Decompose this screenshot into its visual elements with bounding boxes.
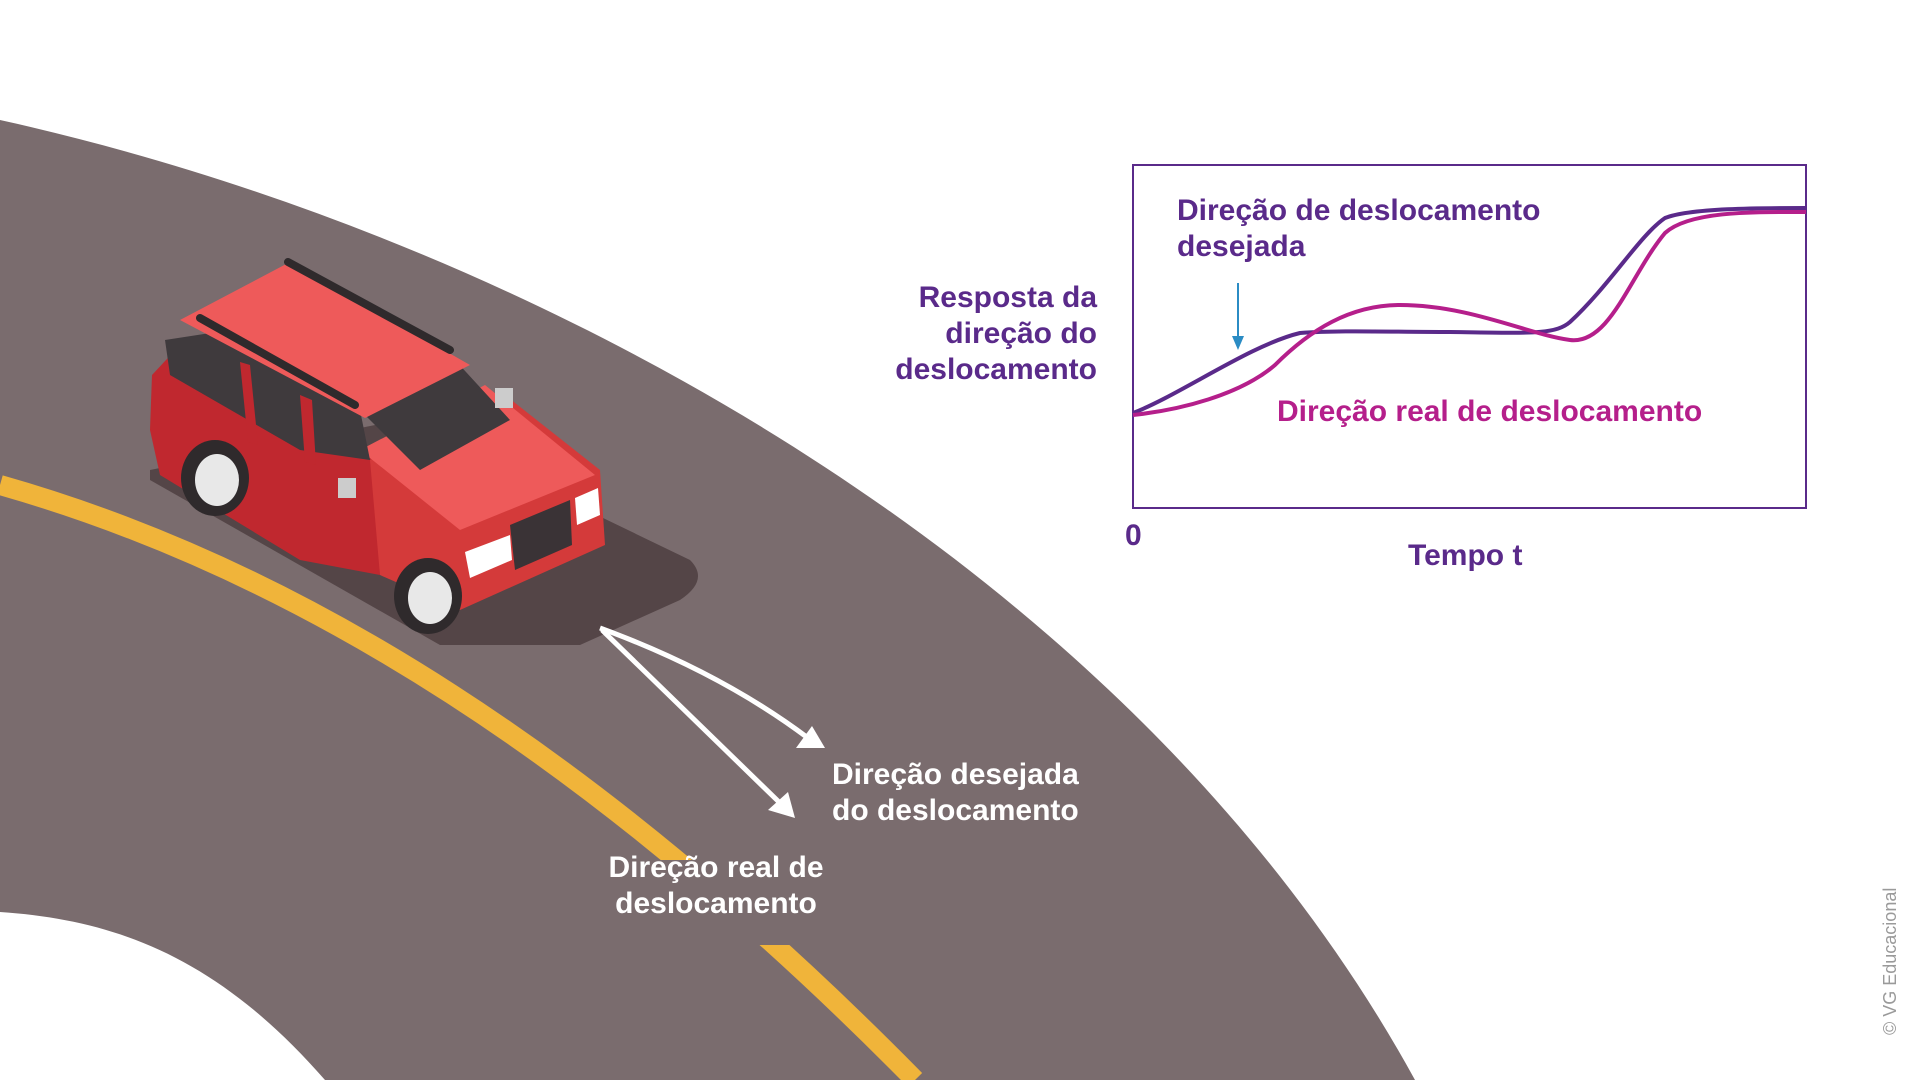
- car-side: [150, 345, 380, 575]
- lane-line: [0, 475, 923, 1080]
- chart-frame: [1132, 164, 1807, 509]
- credit-text: © VG Educacional: [1880, 887, 1900, 1035]
- real-direction-label: Direção real de deslocamento: [600, 850, 832, 922]
- car-roof: [180, 262, 470, 418]
- real-direction-arrow: [600, 628, 782, 805]
- y-axis-label-line3: deslocamento: [895, 353, 1097, 386]
- car: [150, 258, 605, 634]
- desired-direction-arrow: [599, 625, 810, 741]
- response-chart: [1132, 164, 1807, 509]
- chart-y-axis-label: Resposta da direção do deslocamento: [860, 280, 1097, 388]
- desired-curve-label-line1: Direção de deslocamento: [1177, 194, 1541, 227]
- y-axis-label-line2: direção do: [945, 317, 1097, 350]
- windshield: [360, 360, 510, 470]
- direction-arrows: [599, 625, 825, 818]
- grille: [510, 500, 572, 570]
- wheel-rear: [181, 440, 249, 516]
- desired-curve-label-line2: desejada: [1177, 230, 1306, 263]
- chart-origin-label: 0: [1125, 519, 1142, 552]
- desired-direction-curve: [1132, 206, 1807, 415]
- headlight-right: [575, 488, 600, 525]
- car-windows: [165, 330, 370, 460]
- desired-direction-label: Direção desejada do deslocamento: [832, 757, 1079, 829]
- wheel-front: [394, 558, 462, 634]
- real-direction-label-line1: Direção real de: [608, 851, 824, 884]
- desired-direction-label-line2: do deslocamento: [832, 794, 1079, 827]
- real-direction-label-line2: deslocamento: [615, 887, 817, 920]
- chart-desired-curve-label: Direção de deslocamento desejada: [1177, 193, 1540, 265]
- real-direction-curve: [1132, 209, 1807, 417]
- chart-real-curve-label: Direção real de deslocamento: [1277, 395, 1703, 428]
- chart-x-axis-label: Tempo t: [1408, 539, 1523, 572]
- y-axis-label-line1: Resposta da: [918, 281, 1097, 314]
- desired-direction-label-line1: Direção desejada: [832, 758, 1079, 791]
- label-backdrop: [600, 860, 855, 945]
- headlight-left: [465, 535, 512, 578]
